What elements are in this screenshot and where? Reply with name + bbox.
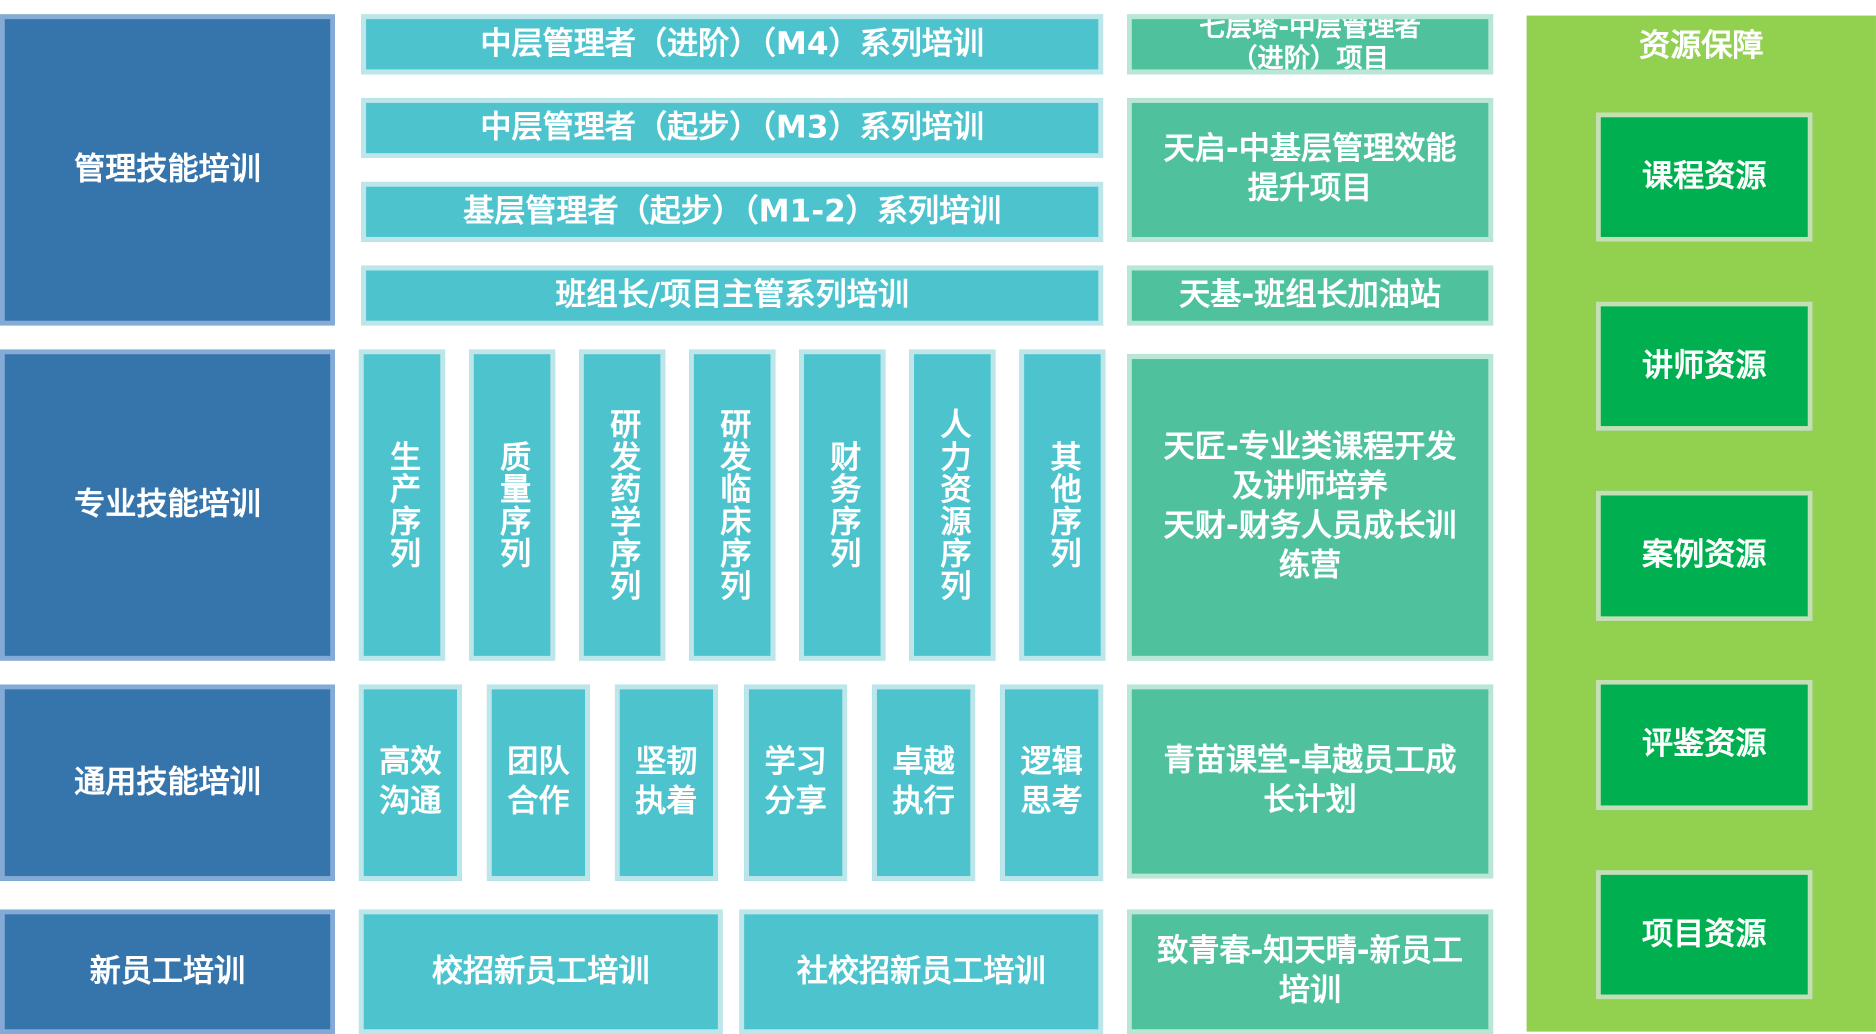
resource-assessment: 评鉴资源 <box>1595 679 1813 811</box>
professional-rd-pharma: 研发药学序列 <box>579 349 666 661</box>
professional-hr: 人力资源序列 <box>909 349 996 661</box>
project-tianjiang-tiancai: 天匠-专业类课程开发及讲师培养 天财-财务人员成长训练营 <box>1127 354 1494 661</box>
resource-project: 项目资源 <box>1595 870 1813 1000</box>
professional-rd-clinical: 研发临床序列 <box>689 349 776 661</box>
professional-finance: 财务序列 <box>799 349 886 661</box>
new-employee-campus: 校招新员工培训 <box>358 909 723 1034</box>
professional-quality: 质量序列 <box>468 349 556 661</box>
resource-case: 案例资源 <box>1595 490 1813 622</box>
resource-lecturer: 讲师资源 <box>1595 301 1813 431</box>
skill-execution: 卓越执行 <box>872 684 976 881</box>
skill-learning: 学习分享 <box>744 684 848 881</box>
project-zhiqingchun: 致青春-知天晴-新员工培训 <box>1127 909 1494 1034</box>
project-seven-tower: 七层塔-中层管理者（进阶）项目 <box>1127 14 1494 75</box>
professional-other: 其他序列 <box>1019 349 1106 661</box>
category-management: 管理技能培训 <box>0 14 335 326</box>
skill-teamwork: 团队合作 <box>486 684 590 881</box>
category-professional: 专业技能培训 <box>0 349 335 661</box>
new-employee-social: 社校招新员工培训 <box>739 909 1104 1034</box>
series-m3: 中层管理者（起步）（M3）系列培训 <box>361 98 1104 158</box>
resources-title: 资源保障 <box>1639 28 1764 65</box>
skill-perseverance: 坚韧执着 <box>614 684 718 881</box>
project-tianqi: 天启-中基层管理效能提升项目 <box>1127 98 1494 242</box>
skill-logic: 逻辑思考 <box>1000 684 1104 881</box>
series-m1-2: 基层管理者（起步）（M1-2）系列培训 <box>361 181 1104 242</box>
professional-production: 生产序列 <box>358 349 446 661</box>
category-new-employee: 新员工培训 <box>0 909 335 1034</box>
skill-communication: 高效沟通 <box>358 684 462 881</box>
project-qingmiao: 青苗课堂-卓越员工成长计划 <box>1127 684 1494 879</box>
series-team-leader: 班组长/项目主管系列培训 <box>361 265 1104 326</box>
project-tianji: 天基-班组长加油站 <box>1127 265 1494 326</box>
resource-course: 课程资源 <box>1595 112 1813 242</box>
series-m4: 中层管理者（进阶）（M4）系列培训 <box>361 14 1104 75</box>
category-general: 通用技能培训 <box>0 684 335 881</box>
